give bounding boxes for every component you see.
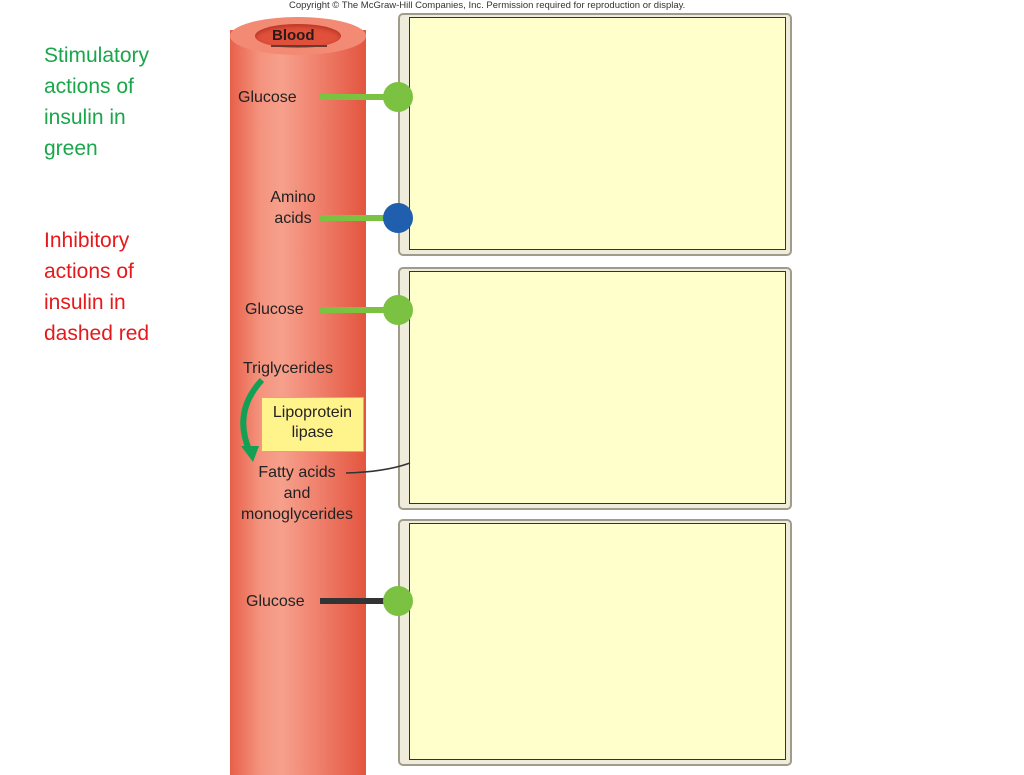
lipase-conversion-arrow (240, 377, 265, 454)
lipoprotein-lipase-box: Lipoprotein lipase (261, 397, 364, 452)
amino-acids-line: acids (274, 210, 312, 227)
glucose-label-3: Glucose (246, 593, 305, 610)
tissue-panel-top (398, 13, 792, 256)
legend-inhibitory-line: actions of (44, 260, 134, 283)
legend-stimulatory-line: insulin in (44, 106, 126, 129)
amino-acid-transporter (383, 203, 413, 233)
tissue-panel-middle-cell (409, 271, 786, 504)
amino-acids-line: Amino (270, 189, 316, 206)
tissue-panel-bottom (398, 519, 792, 766)
enzyme-line: lipase (291, 424, 334, 441)
triglycerides-label: Triglycerides (243, 360, 334, 377)
glucose-transporter-2 (383, 295, 413, 325)
blood-label-underline (271, 45, 327, 47)
blood-vessel-lumen (255, 24, 341, 48)
fatty-acids-line: Fatty acids (258, 464, 336, 481)
fatty-acids-line: monoglycerides (240, 506, 354, 523)
legend-inhibitory: Inhibitory actions of insulin in dashed … (44, 225, 194, 349)
legend-inhibitory-line: insulin in (44, 291, 126, 314)
lipase-arrow-head (241, 446, 259, 462)
amino-acids-label: Amino acids (261, 187, 325, 229)
legend-stimulatory-line: green (44, 137, 98, 160)
tissue-panel-top-cell (409, 17, 786, 250)
glucose-label-1: Glucose (238, 89, 297, 106)
fatty-acids-line: and (283, 485, 311, 502)
tissue-panel-middle (398, 267, 792, 510)
glucose-transporter-1 (383, 82, 413, 112)
legend-stimulatory: Stimulatory actions of insulin in green (44, 40, 184, 164)
legend-stimulatory-line: actions of (44, 75, 134, 98)
legend-inhibitory-line: dashed red (44, 322, 150, 345)
glucose-label-2: Glucose (245, 301, 304, 318)
fatty-acids-label: Fatty acids and monoglycerides (229, 462, 365, 525)
fatty-acid-connector (345, 462, 411, 474)
glucose-transporter-3 (383, 586, 413, 616)
legend-stimulatory-line: Stimulatory (44, 44, 150, 67)
legend-inhibitory-line: Inhibitory (44, 229, 130, 252)
tissue-panel-bottom-cell (409, 523, 786, 760)
copyright-notice: Copyright © The McGraw-Hill Companies, I… (289, 0, 686, 11)
blood-label: Blood (272, 27, 315, 44)
enzyme-line: Lipoprotein (272, 404, 353, 421)
